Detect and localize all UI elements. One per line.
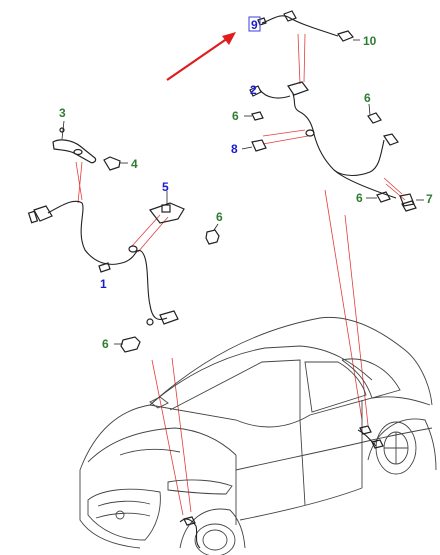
- callout-5: 5: [162, 180, 169, 194]
- callout-7: 7: [426, 192, 433, 206]
- fastener-6-right-left: [244, 111, 264, 121]
- callout-3: 3: [59, 106, 66, 120]
- fastener-6-right-lower: [366, 191, 391, 203]
- callout-6: 6: [102, 337, 109, 351]
- bracket-5: [149, 191, 185, 224]
- callout-8: 8: [231, 142, 238, 156]
- part-7: [401, 199, 424, 212]
- callout-6: 6: [232, 109, 239, 123]
- fastener-6-left-upper: [205, 223, 220, 245]
- callout-1: 1: [100, 277, 107, 291]
- callout-6: 6: [216, 210, 223, 224]
- callout-2: 2: [250, 83, 257, 97]
- fastener-6-right-upper: [367, 103, 382, 124]
- callout-6: 6: [364, 91, 371, 105]
- rear-wheel-speed-sensor-harness: [249, 81, 415, 207]
- highlight-arrow: [166, 32, 236, 81]
- pointer-lines: [75, 33, 406, 516]
- callout-9-highlight-box: [248, 16, 261, 32]
- callout-6: 6: [356, 191, 363, 205]
- callout-4: 4: [131, 157, 138, 171]
- front-wheel-speed-sensor-harness: [27, 200, 179, 326]
- callout-9: 9: [251, 18, 258, 32]
- bracket-8: [241, 139, 267, 152]
- sensor-9: [257, 10, 339, 37]
- fastener-10: [337, 30, 360, 42]
- callout-10: 10: [363, 34, 377, 48]
- callouts: 1 2 3 4 5 6 6 6 6 6 7 8 9 10: [59, 18, 433, 351]
- bracket-3: [52, 120, 97, 164]
- bolt-4: [103, 156, 128, 171]
- fastener-6-left-lower: [114, 336, 141, 353]
- vehicle-outline: [79, 316, 437, 555]
